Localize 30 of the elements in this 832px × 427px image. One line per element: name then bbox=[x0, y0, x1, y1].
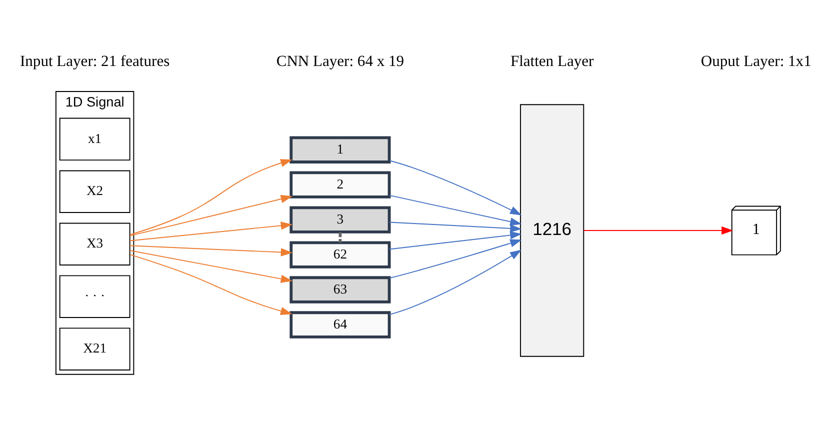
connector bbox=[338, 232, 342, 242]
arrow bbox=[129, 195, 293, 236]
node-box: X21 bbox=[59, 328, 130, 370]
node-box: 1216 bbox=[520, 104, 584, 357]
arrow bbox=[388, 250, 522, 316]
node-box: X2 bbox=[59, 170, 130, 214]
node-box: 2 bbox=[290, 171, 391, 198]
arrow bbox=[129, 245, 293, 256]
node-box: 64 bbox=[290, 311, 391, 338]
node-box: 1 bbox=[290, 136, 391, 164]
arrow bbox=[129, 222, 293, 242]
arrow bbox=[583, 226, 734, 235]
node-box: · · · bbox=[59, 275, 130, 318]
node-box: 3 bbox=[290, 206, 391, 234]
arrow bbox=[388, 231, 522, 250]
node-box: 62 bbox=[290, 241, 391, 268]
arrow bbox=[130, 254, 292, 315]
label: Ouput Layer: 1x1 bbox=[700, 53, 812, 70]
arrow bbox=[130, 159, 292, 236]
arrow bbox=[388, 222, 522, 232]
arrow bbox=[388, 194, 522, 226]
node-box: 63 bbox=[290, 276, 391, 304]
arrow bbox=[129, 250, 293, 283]
node-box: x1 bbox=[59, 118, 130, 161]
arrow bbox=[389, 160, 522, 216]
arrow bbox=[388, 239, 522, 279]
label: Input Layer: 21 features bbox=[20, 53, 170, 70]
label: CNN Layer: 64 x 19 bbox=[276, 53, 404, 70]
node-box: X3 bbox=[59, 222, 130, 266]
label: Flatten Layer bbox=[510, 53, 594, 70]
